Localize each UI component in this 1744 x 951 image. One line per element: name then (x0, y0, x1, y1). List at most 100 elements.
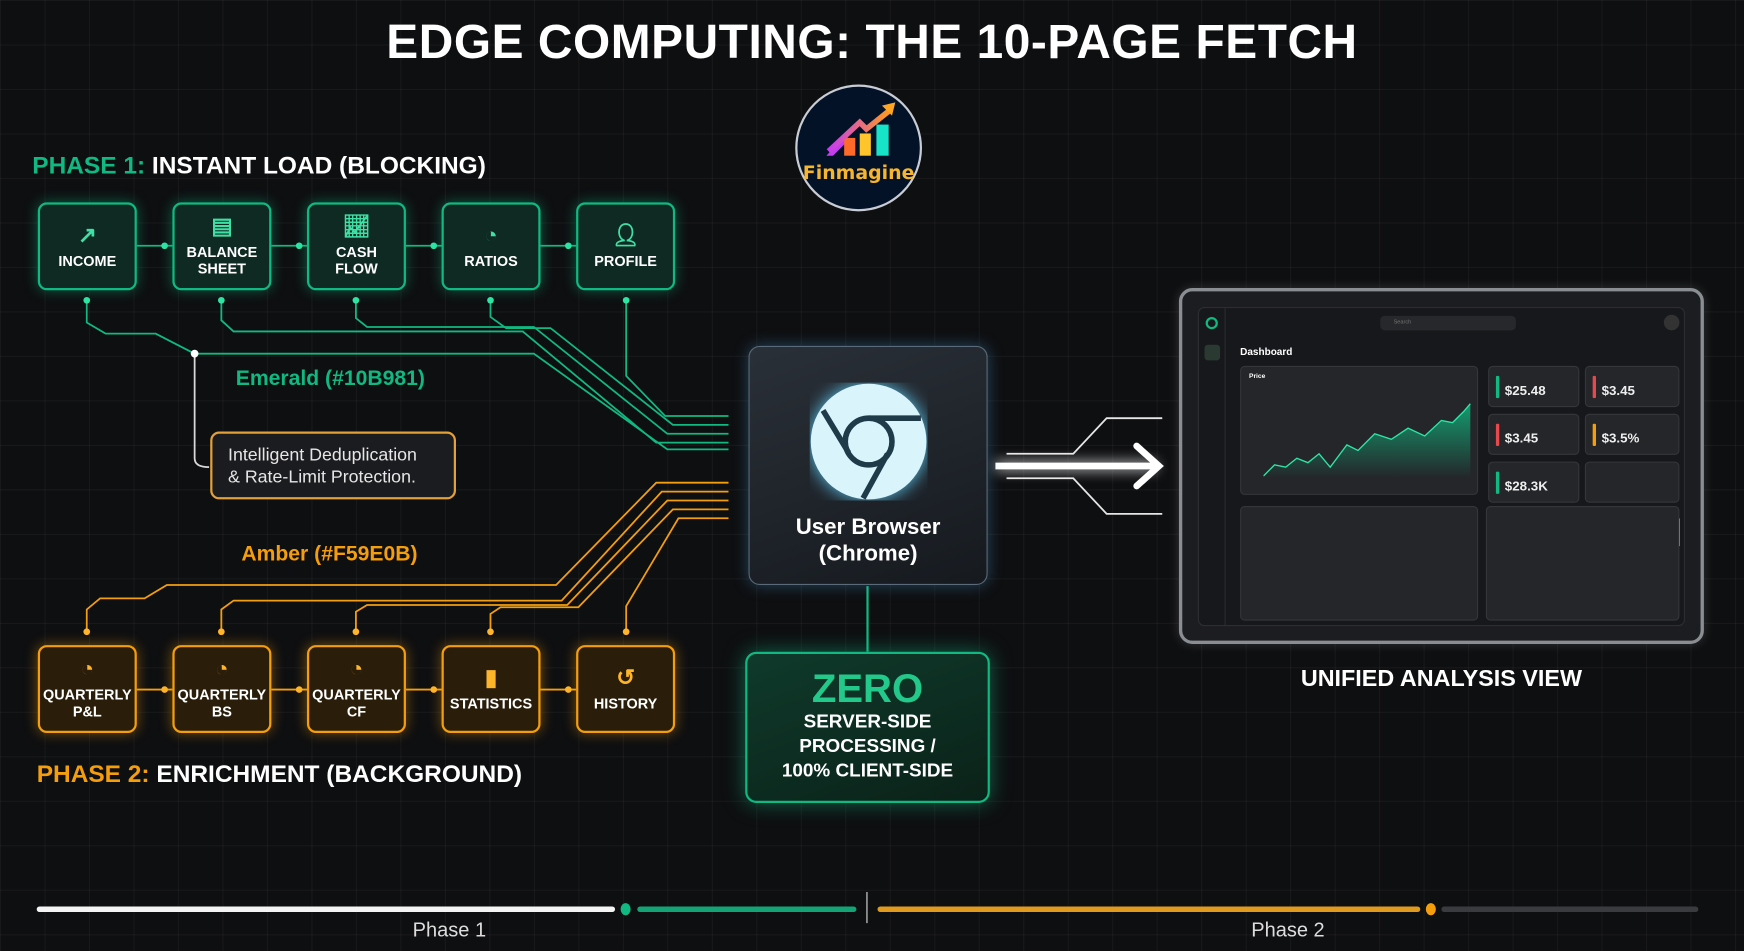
kpi-accent (1592, 423, 1597, 446)
note-connector (193, 353, 210, 469)
zero-line1: SERVER-SIDE (803, 710, 932, 732)
emerald-label: Emerald (#10B981) (235, 367, 425, 391)
zero-line3: 100% CLIENT-SIDE (781, 759, 954, 781)
stock-quotes-table (1485, 506, 1680, 621)
logo-text: Finmagine (802, 162, 915, 185)
kpi-card: $3.45 (1584, 365, 1680, 408)
source-label: STATISTICS (449, 694, 533, 712)
phase2-heading: PHASE 2: ENRICHMENT (BACKGROUND) (37, 760, 522, 789)
timeline-phase1-segment[interactable] (637, 906, 857, 913)
dashboard-sidebar (1199, 308, 1226, 626)
avatar[interactable] (1663, 314, 1680, 331)
finmagine-logo: Finmagine (795, 84, 923, 212)
note-line2: & Rate-Limit Protection. (228, 468, 416, 488)
source-label: QUARTERLY (312, 686, 401, 703)
source-label: QUARTERLY (42, 686, 132, 703)
dashboard-caption: UNIFIED ANALYSIS VIEW (1300, 666, 1583, 692)
source-label: HISTORY (593, 694, 658, 712)
phase2-source-3: ▮ STATISTICS (441, 645, 541, 733)
timeline-marker-phase1[interactable] (620, 903, 631, 916)
source-label: BS (211, 702, 232, 720)
pie-chart-icon: ◔ (484, 222, 498, 248)
kpi-card: $3.45 (1488, 413, 1580, 455)
trending-up-icon: ↗ (77, 222, 97, 248)
phase1-label: PHASE 1: (32, 151, 146, 180)
price-chart-card: Price (1240, 365, 1479, 495)
source-label: RATIOS (464, 251, 518, 269)
timeline-remaining[interactable] (1441, 906, 1699, 913)
user-profile-icon: 👤︎ (611, 222, 640, 248)
phase1-source-4: 👤︎ PROFILE (576, 202, 676, 291)
stock-alerts-table (1240, 506, 1479, 621)
amber-label: Amber (#F59E0B) (241, 542, 418, 567)
zero-line2: PROCESSING / (799, 735, 936, 757)
user-browser-node: User Browser (Chrome) (748, 345, 988, 586)
phase1-connectors (85, 244, 729, 451)
kpi-card: $25.48 (1488, 365, 1580, 408)
phase2-title: ENRICHMENT (BACKGROUND) (156, 759, 523, 788)
phase1-heading: PHASE 1: INSTANT LOAD (BLOCKING) (32, 151, 486, 180)
search-input[interactable]: Search (1380, 315, 1516, 331)
pie-chart-icon: ◔ (80, 657, 95, 682)
zero-server-badge: ZERO SERVER-SIDE PROCESSING / 100% CLIEN… (745, 651, 990, 804)
pie-chart-icon: ◔ (349, 657, 364, 682)
timeline-phase1-played[interactable] (36, 906, 616, 913)
timeline-divider (866, 891, 868, 924)
sparkline-card (1584, 461, 1680, 503)
cash-flow-chart-icon: 📈︎ (342, 214, 371, 240)
kpi-value: $28.3K (1504, 478, 1548, 494)
timeline-phase1-label: Phase 1 (412, 918, 487, 941)
phase1-source-0: ↗ INCOME (37, 202, 137, 291)
browser-line1: User Browser (795, 514, 941, 540)
kpi-accent (1592, 375, 1597, 399)
kpi-value: $3.45 (1601, 382, 1635, 399)
source-label: PROFILE (594, 251, 657, 269)
price-area-chart (1263, 403, 1471, 479)
source-label: SHEET (197, 260, 246, 277)
source-label: FLOW (335, 260, 378, 277)
phase2-source-4: ↺ HISTORY (576, 645, 676, 733)
output-arrows (1006, 417, 1163, 515)
source-label: CF (346, 702, 367, 720)
kpi-accent (1495, 375, 1500, 399)
source-label: QUARTERLY (177, 686, 267, 703)
kpi-value: $3.5% (1601, 430, 1640, 446)
timeline-phase2-label: Phase 2 (1251, 918, 1325, 941)
dashboard-mockup: Search Dashboard Price $25.48 $3.45 $3.45 $… (1178, 288, 1704, 644)
kpi-value: $25.48 (1504, 382, 1546, 399)
timeline-phase2-segment[interactable] (877, 906, 1421, 913)
kpi-accent (1495, 423, 1500, 446)
deduplication-note: Intelligent Deduplication & Rate-Limit P… (210, 431, 457, 500)
bar-chart-icon: ▮ (484, 665, 498, 691)
kpi-card: $28.3K (1488, 461, 1580, 503)
growth-chart-icon (826, 102, 896, 156)
dashboard-title: Dashboard (1240, 345, 1293, 358)
zero-headline: ZERO (811, 665, 924, 711)
source-label: BALANCE (186, 243, 258, 261)
note-line1: Intelligent Deduplication (228, 445, 417, 465)
phase2-label: PHASE 2: (36, 759, 150, 788)
history-icon: ↺ (616, 665, 635, 691)
phase1-source-3: ◔ RATIOS (441, 202, 541, 291)
timeline-marker-phase2[interactable] (1425, 903, 1436, 916)
kpi-card: $3.5% (1584, 413, 1680, 455)
phase1-title: INSTANT LOAD (BLOCKING) (151, 151, 486, 180)
kpi-accent (1495, 471, 1500, 494)
browser-line2: (Chrome) (818, 541, 918, 567)
app-logo-icon (1205, 316, 1218, 330)
source-label: CASH (335, 243, 377, 261)
source-label: P&L (72, 702, 102, 720)
pie-chart-icon: ◔ (215, 657, 229, 682)
source-label: INCOME (58, 251, 117, 269)
kpi-value: $3.45 (1504, 430, 1539, 446)
nav-dashboard-icon[interactable] (1204, 344, 1221, 361)
page-title: EDGE COMPUTING: THE 10-PAGE FETCH (386, 15, 1358, 69)
balance-sheet-icon: ▤ (211, 214, 233, 240)
price-chart-title: Price (1249, 373, 1266, 381)
